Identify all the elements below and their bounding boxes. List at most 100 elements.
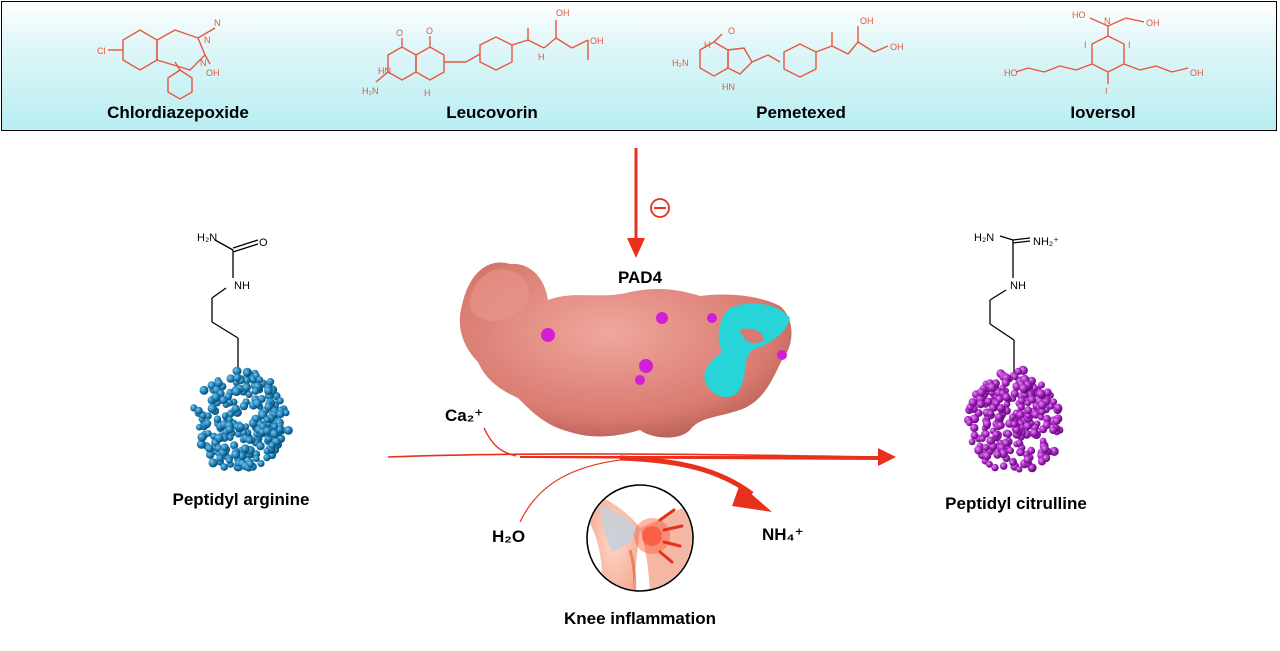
peptide-bead xyxy=(233,374,242,382)
main-reaction-arrow xyxy=(387,453,881,458)
citrulline-sidechain xyxy=(989,235,1031,372)
chem-atom: OH xyxy=(860,16,874,26)
peptide-bead xyxy=(225,425,234,434)
peptide-bead xyxy=(1024,412,1032,419)
peptide-bead xyxy=(974,445,984,455)
chem-atom: OH xyxy=(206,68,220,78)
peptide-bead xyxy=(1042,454,1051,462)
peptide-bead xyxy=(1040,444,1050,454)
peptide-bead xyxy=(1017,397,1026,405)
knee-inflammation-icon xyxy=(586,484,694,592)
peptide-bead xyxy=(984,397,993,406)
product-label: Peptidyl citrulline xyxy=(945,494,1087,513)
enzyme-label: PAD4 xyxy=(617,268,663,287)
peptide-bead xyxy=(226,434,234,442)
peptide-bead xyxy=(256,376,264,384)
chem-atom: I xyxy=(1128,40,1131,50)
chem-atom: H₂N xyxy=(362,86,379,96)
peptide-bead xyxy=(246,460,255,468)
peptide-bead xyxy=(1017,449,1025,456)
peptide-bead xyxy=(245,390,253,398)
peptide-bead xyxy=(1004,430,1013,438)
peptide-bead xyxy=(263,427,272,435)
peptide-bead xyxy=(199,385,209,395)
drug-label-chlordiazepoxide: Chlordiazepoxide xyxy=(107,103,249,122)
peptide-bead xyxy=(1013,426,1021,434)
peptide-blob-purple xyxy=(964,365,1064,473)
peptide-bead xyxy=(1010,389,1019,398)
chem-atom: H xyxy=(538,52,545,62)
peptide-bead xyxy=(195,423,203,431)
peptide-bead xyxy=(1016,410,1025,419)
peptide-bead xyxy=(232,366,242,376)
peptide-bead xyxy=(245,436,254,444)
peptide-bead xyxy=(992,430,1000,439)
peptide-bead xyxy=(226,457,233,464)
pemetexed-structure xyxy=(699,26,889,78)
ammonium-arrowhead xyxy=(732,484,772,512)
substrate-o-label: O xyxy=(259,237,268,249)
peptide-bead xyxy=(968,398,978,407)
peptide-bead xyxy=(214,379,223,388)
peptide-bead xyxy=(968,438,976,446)
peptide-bead xyxy=(1023,422,1032,431)
substrate-nh-label: NH xyxy=(234,280,250,292)
chem-atom: OH xyxy=(556,8,570,18)
peptide-bead xyxy=(1037,414,1045,421)
peptide-bead xyxy=(1011,373,1019,380)
peptide-bead xyxy=(1023,455,1032,464)
chem-atom: OH xyxy=(890,42,904,52)
product-h2n-label: H₂N xyxy=(974,232,994,244)
peptide-bead xyxy=(206,450,215,459)
peptide-bead xyxy=(1052,417,1061,425)
peptide-bead xyxy=(1024,406,1033,415)
main-reaction-arrowhead xyxy=(878,448,896,466)
peptide-bead xyxy=(242,383,252,392)
peptide-bead xyxy=(1027,395,1036,404)
chem-atom: O xyxy=(396,28,403,38)
peptide-bead xyxy=(1016,466,1023,473)
byproduct-label: NH₄⁺ xyxy=(762,525,804,544)
chem-atom: O xyxy=(426,26,433,36)
inhibition-minus-icon xyxy=(650,198,670,218)
peptide-bead xyxy=(263,416,271,424)
chem-atom: HN xyxy=(722,82,735,92)
chem-atom: N xyxy=(204,35,211,45)
peptide-bead xyxy=(1009,459,1016,466)
peptide-bead xyxy=(199,412,207,419)
cofactor-label: Ca₂⁺ xyxy=(445,406,484,425)
peptide-bead xyxy=(991,463,999,472)
peptide-bead xyxy=(987,410,994,417)
peptide-bead xyxy=(1042,421,1051,430)
chem-atom: I xyxy=(1084,40,1087,50)
leucovorin-structure xyxy=(375,20,589,83)
reactant-label: H₂O xyxy=(492,527,526,546)
peptide-bead xyxy=(266,378,275,386)
peptide-bead xyxy=(976,387,986,397)
peptide-bead xyxy=(240,444,250,453)
peptide-bead xyxy=(270,429,279,439)
peptide-bead xyxy=(1031,410,1040,419)
peptide-bead xyxy=(196,439,206,449)
peptide-bead xyxy=(220,443,229,452)
peptide-bead xyxy=(1027,446,1036,455)
peptide-bead xyxy=(979,435,986,442)
peptide-bead xyxy=(1036,389,1046,399)
peptide-bead xyxy=(976,400,985,409)
peptide-bead xyxy=(994,412,1004,422)
peptide-bead xyxy=(982,443,990,452)
peptide-bead xyxy=(1014,367,1022,376)
calcium-input-arrow xyxy=(483,427,517,457)
peptide-bead xyxy=(1038,408,1046,416)
peptide-bead xyxy=(220,463,228,471)
peptide-bead xyxy=(970,423,979,433)
peptide-bead xyxy=(982,451,992,461)
peptide-bead xyxy=(205,444,214,453)
chem-atom: HO xyxy=(1072,10,1086,20)
peptide-bead xyxy=(213,415,222,424)
peptide-bead xyxy=(268,441,276,449)
peptide-bead xyxy=(996,421,1005,430)
drug-label-ioversol: Ioversol xyxy=(1070,103,1136,122)
peptide-bead xyxy=(271,423,279,430)
peptide-bead xyxy=(234,430,242,438)
